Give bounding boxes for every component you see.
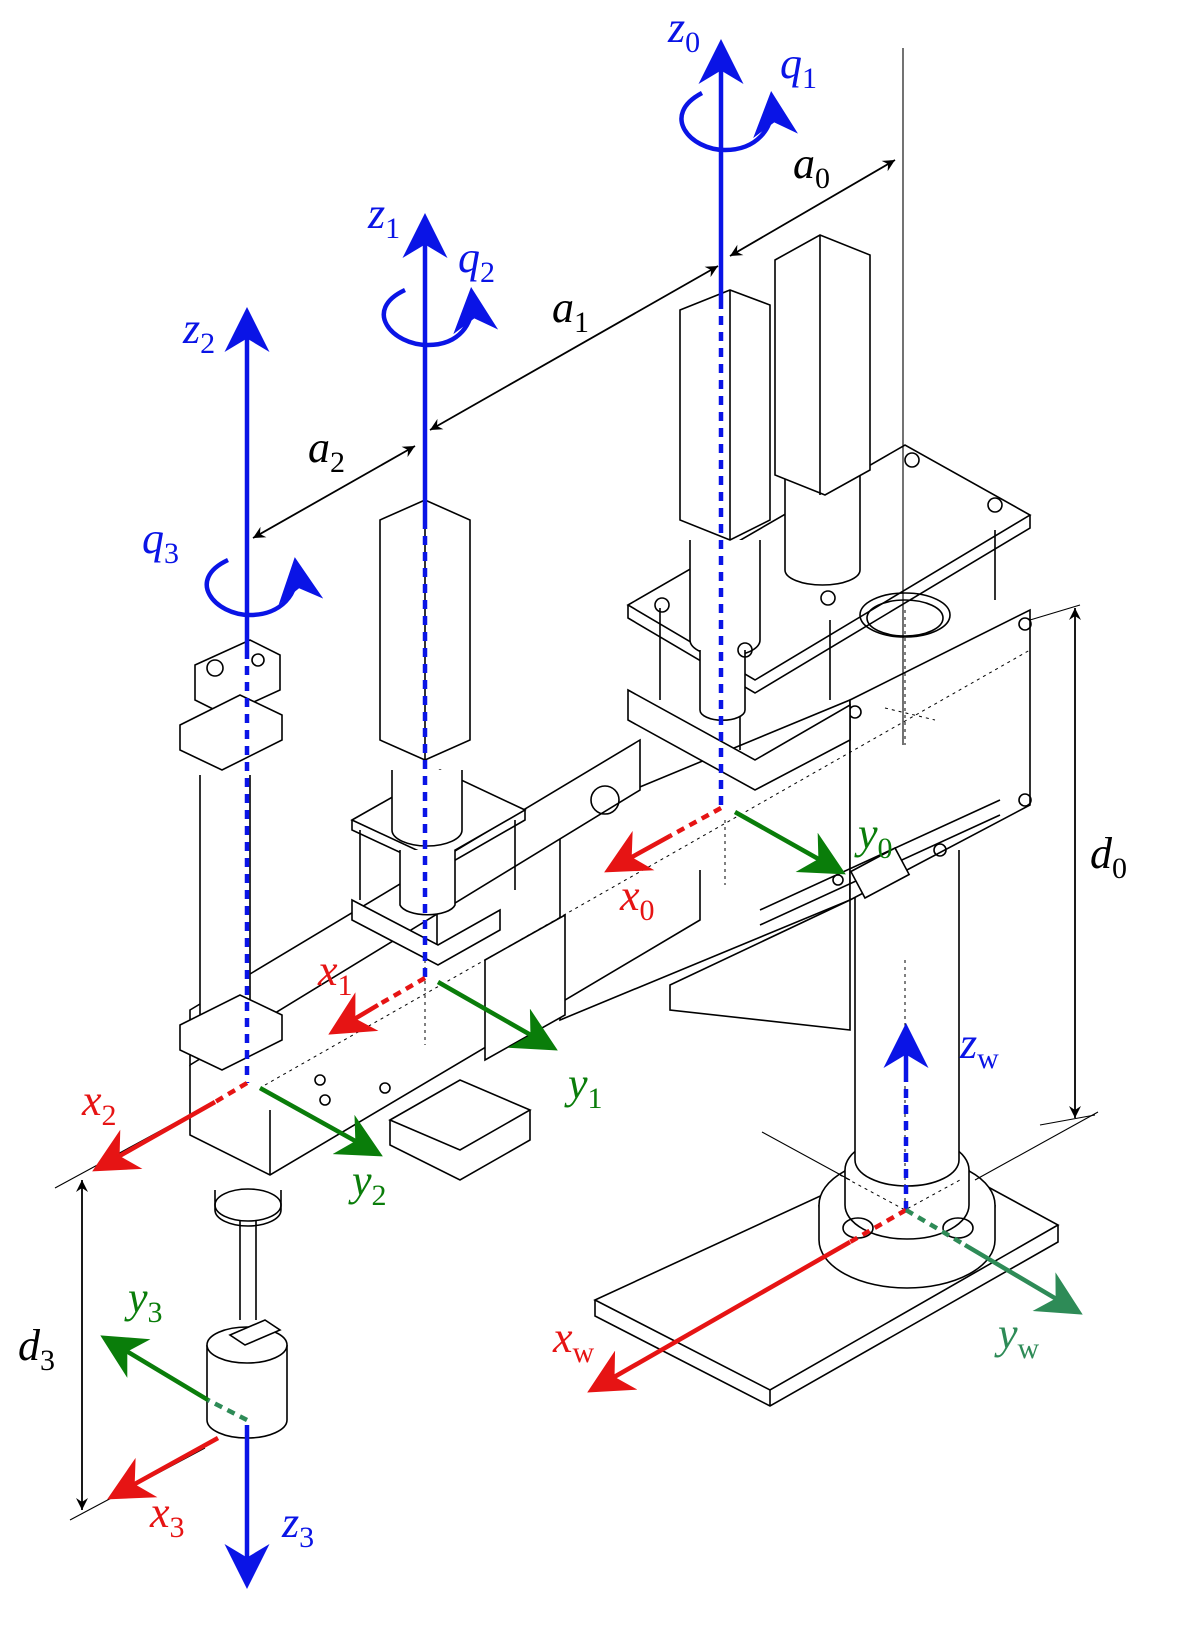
x-axes	[92, 806, 908, 1500]
q1-label: q1	[780, 39, 817, 95]
a0-label: a0	[793, 139, 830, 195]
x2-axis-arrow	[92, 1100, 217, 1172]
yw-label: yw	[994, 1309, 1040, 1365]
dimension-a2-line	[252, 445, 416, 539]
y3-axis-arrow	[100, 1335, 210, 1402]
a1-label: a1	[552, 283, 589, 339]
z-axes	[224, 39, 929, 1589]
q2-rotation-arrow	[381, 287, 499, 348]
x3-axis-arrow	[107, 1436, 220, 1500]
y3-label: y3	[124, 1273, 163, 1329]
x0-axis-dashed	[668, 806, 723, 838]
q3-label: q3	[142, 514, 179, 570]
xw-axis-arrow	[587, 1240, 852, 1393]
z3-label: z3	[281, 1498, 314, 1554]
dimension-lines	[76, 159, 1081, 1510]
x2-axis-dashed	[213, 1081, 249, 1104]
q2-label: q2	[458, 233, 495, 289]
y2-axis-arrow	[258, 1086, 383, 1157]
y0-label: y0	[854, 809, 893, 865]
z0-label: z0	[667, 3, 700, 59]
y-axes	[100, 810, 1083, 1423]
x0-label: x0	[619, 871, 655, 927]
a2-label: a2	[308, 423, 345, 479]
x3-label: x3	[149, 1488, 185, 1544]
z1-label: z1	[367, 189, 400, 245]
x2-label: x2	[81, 1076, 117, 1132]
joint-rotation-arrows	[204, 91, 798, 618]
dimension-labels: a0 a1 a2 d0 d3	[18, 139, 1127, 1377]
yw-axis-dashed	[904, 1208, 967, 1247]
zw-label: zw	[959, 1019, 999, 1075]
x0-axis-arrow	[604, 830, 672, 873]
dimension-a0-line	[729, 159, 896, 257]
joint-2-motor-assembly	[350, 499, 527, 966]
x1-label: x1	[317, 946, 353, 1002]
dimension-a1-line	[429, 265, 719, 431]
xw-label: xw	[552, 1313, 595, 1369]
joint-3-spline-assembly	[179, 639, 288, 1439]
frame-labels: z0 z1 z2 z3 zw q1 q2 q3 x0 x1 x2 x3 xw y…	[81, 3, 1040, 1554]
mechanism-drawing	[54, 48, 1099, 1521]
y1-label: y1	[564, 1059, 603, 1115]
y2-label: y2	[348, 1156, 387, 1212]
y1-axis-arrow	[436, 980, 558, 1051]
arm-link-1	[559, 608, 1032, 1031]
d3-label: d3	[18, 1321, 55, 1377]
yw-axis-arrow	[963, 1243, 1083, 1315]
x1-axis-arrow	[328, 992, 380, 1035]
q1-rotation-arrow	[679, 91, 798, 153]
xw-axis-dashed	[848, 1208, 908, 1244]
y3-axis-dashed	[206, 1397, 249, 1423]
y0-axis-arrow	[733, 810, 846, 875]
q3-rotation-arrow	[204, 557, 324, 618]
x1-axis-dashed	[376, 976, 427, 1007]
d0-label: d0	[1090, 829, 1127, 885]
z2-label: z2	[182, 304, 215, 360]
